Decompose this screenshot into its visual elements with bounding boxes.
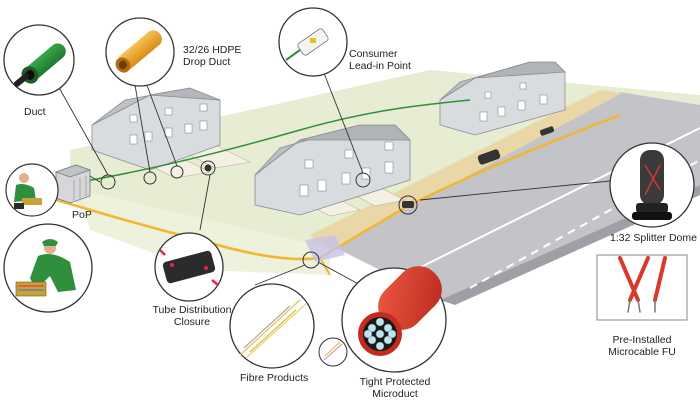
hdpe-duct-icon	[105, 17, 175, 87]
splitter-dome-icon	[609, 142, 695, 228]
engineer-icon	[5, 163, 59, 217]
fibre-small-icon	[318, 337, 348, 367]
label-consumer-line2: Lead-in Point	[349, 60, 411, 72]
microcable-icon	[596, 254, 688, 321]
label-preinstalled-line2: Microcable FU	[608, 346, 676, 358]
label-preinstalled-microcable: Pre-Installed Microcable FU	[596, 334, 688, 358]
roadside-closure-2	[539, 126, 555, 136]
house-row-left	[91, 87, 221, 171]
road	[330, 92, 700, 300]
label-tight-line1: Tight Protected	[359, 376, 431, 388]
label-tube-closure: Tube Distribution Closure	[147, 304, 237, 328]
label-consumer-lead-in: Consumer Lead-in Point	[349, 48, 411, 72]
label-splitter-dome: 1:32 Splitter Dome	[610, 232, 697, 244]
duct-icon	[3, 24, 75, 96]
house-row-right	[439, 61, 566, 136]
label-fibre-products: Fibre Products	[240, 372, 309, 384]
label-tight-line2: Microduct	[372, 388, 418, 400]
label-tight-microduct: Tight Protected Microduct	[345, 376, 445, 400]
grass-area-front	[80, 190, 330, 275]
label-preinstalled-line1: Pre-Installed	[612, 334, 672, 346]
pop-cabinet-icon	[54, 164, 92, 204]
fibre-drop	[319, 257, 331, 276]
label-duct: Duct	[24, 106, 46, 118]
roadside-closure	[477, 149, 501, 165]
label-tube-line2: Closure	[173, 316, 211, 328]
tube-closure-icon	[154, 232, 224, 302]
lead-in-point-icon	[278, 7, 348, 77]
house-row-centre	[254, 124, 411, 216]
microduct-icon	[341, 266, 447, 373]
engineer-kneeling-icon	[3, 223, 93, 313]
duct-route	[79, 99, 471, 183]
label-hdpe-duct: 32/26 HDPE Drop Duct	[183, 44, 241, 68]
label-consumer-line1: Consumer	[349, 48, 398, 60]
label-tube-line1: Tube Distribution	[152, 304, 232, 316]
label-hdpe-line2: Drop Duct	[183, 56, 231, 68]
trench	[305, 235, 345, 262]
label-hdpe-line1: 32/26 HDPE	[183, 44, 242, 56]
label-pop: PoP	[72, 209, 92, 221]
fibre-products-icon	[229, 283, 315, 369]
leader-lines	[51, 62, 621, 294]
